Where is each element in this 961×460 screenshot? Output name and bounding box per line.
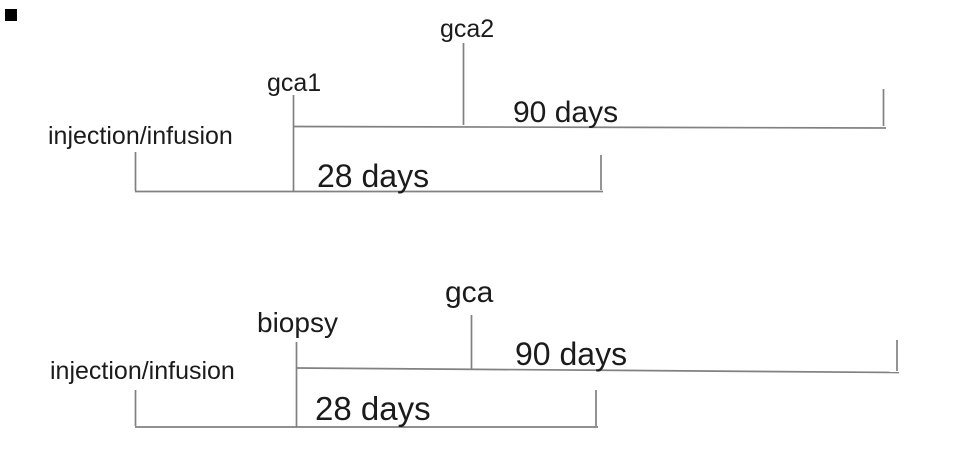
corner-square-marker — [5, 9, 17, 21]
bottom-injection-label: injection/infusion — [50, 357, 235, 385]
bottom-gca-label: gca — [445, 276, 494, 309]
bottom-28-days-label: 28 days — [315, 390, 431, 427]
top-injection-label: injection/infusion — [48, 122, 233, 150]
top-90-days-label: 90 days — [513, 96, 619, 129]
top-90-days-line — [292, 125, 887, 129]
bottom-biopsy-label: biopsy — [257, 307, 338, 338]
bottom-90-days-label: 90 days — [515, 336, 628, 372]
top-gca1-label: gca1 — [267, 69, 322, 97]
top-gca2-label: gca2 — [440, 15, 495, 43]
bottom-90-days-line — [295, 367, 900, 374]
top-28-days-label: 28 days — [317, 158, 430, 194]
